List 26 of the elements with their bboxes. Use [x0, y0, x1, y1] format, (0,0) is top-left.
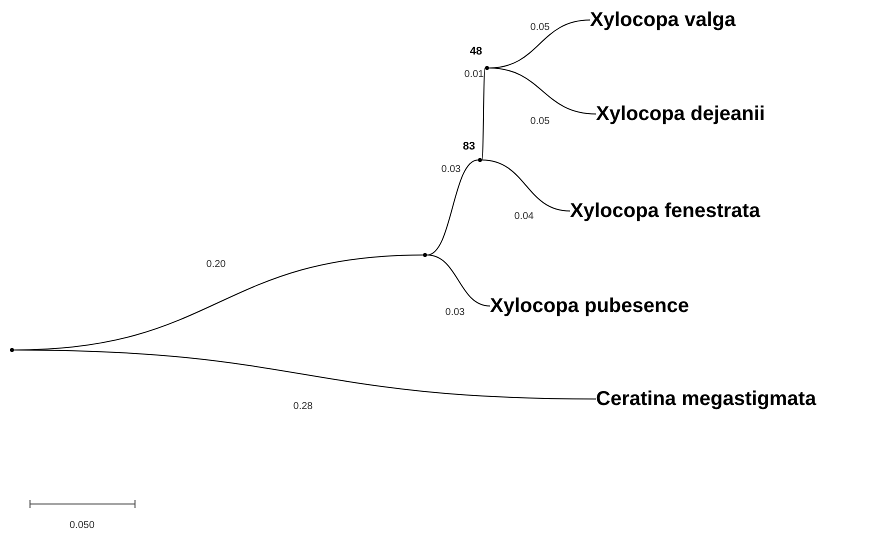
- branch-length-label: 0.01: [464, 69, 484, 81]
- branch-node: [485, 66, 489, 70]
- bootstrap-value: 83: [462, 140, 476, 154]
- branch-length-label: 0.20: [206, 259, 226, 271]
- tree-branch: [426, 254, 490, 306]
- branch-length-label: 0.28: [293, 401, 313, 413]
- tree-branch: [482, 68, 486, 160]
- branch-node: [478, 158, 482, 162]
- tree-branch: [14, 350, 596, 400]
- taxon-label: Xylocopa pubesence: [490, 294, 689, 318]
- branch-length-label: 0.05: [530, 116, 550, 128]
- branch-length-label: 0.04: [514, 211, 534, 223]
- branch-node: [10, 348, 14, 352]
- taxon-label: Xylocopa dejeanii: [596, 102, 765, 126]
- branch-node: [423, 253, 427, 257]
- tree-branch: [488, 68, 596, 114]
- branch-length-label: 0.05: [530, 22, 550, 34]
- scale-label: 0.050: [69, 520, 95, 532]
- taxon-label: Xylocopa valga: [590, 8, 736, 32]
- branch-length-label: 0.03: [445, 307, 465, 319]
- tree-branch: [426, 160, 478, 256]
- tree-branch: [482, 160, 570, 212]
- taxon-label: Ceratina megastigmata: [596, 387, 816, 411]
- bootstrap-value: 48: [470, 46, 482, 58]
- taxon-label: Xylocopa fenestrata: [570, 199, 760, 223]
- branch-length-label: 0.03: [441, 164, 461, 176]
